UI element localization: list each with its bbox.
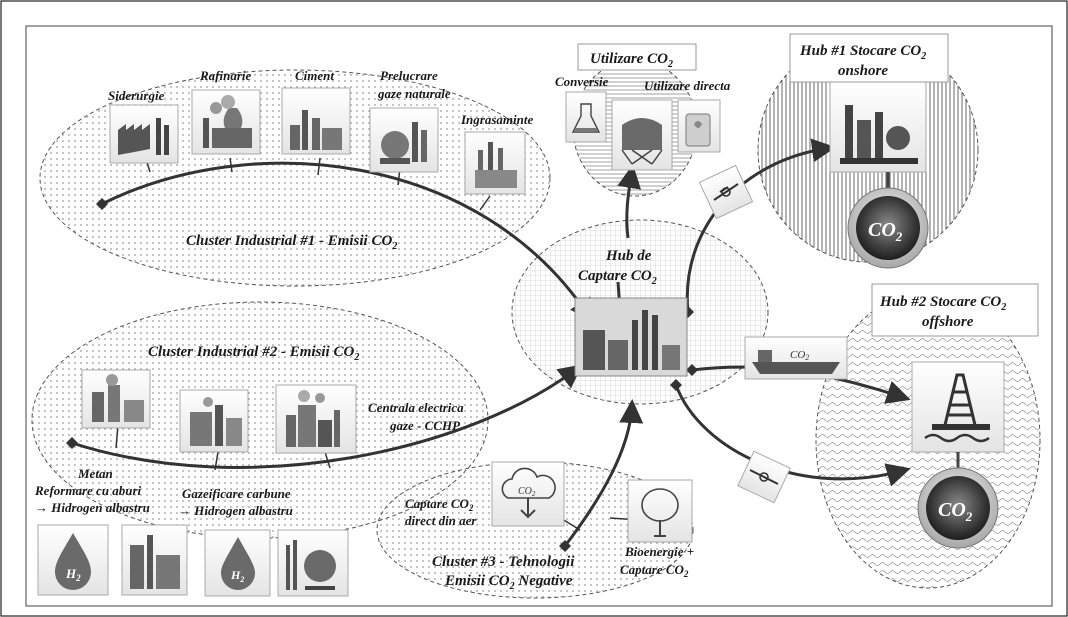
fertilizer-plant-icon — [464, 131, 526, 195]
utilization-conversion-label: Conversie — [555, 74, 609, 89]
gazeificare-label-line2: → Hidrogen albastru — [178, 503, 293, 518]
source-label-siderurgie: Siderurgie — [108, 88, 165, 103]
gasification-plant-icon — [121, 524, 188, 596]
svg-text:H2: H2 — [230, 568, 244, 584]
storage1-title-line1: Hub #1 Stocare CO2 — [799, 43, 926, 62]
gas-can-icon — [677, 99, 721, 153]
tank-icon — [611, 99, 673, 171]
svg-text:CO2: CO2 — [518, 486, 536, 498]
storage2-title-line2: offshore — [922, 314, 974, 330]
hydrogen-drop-icon: H2 — [204, 529, 271, 597]
cement-plant-icon — [281, 87, 351, 155]
pipeline-cluster1 — [101, 161, 594, 324]
pipeline-node — [559, 540, 571, 552]
source-label-rafinarie: Rafinarie — [199, 68, 252, 83]
storage1-title-line2: onshore — [838, 63, 888, 79]
svg-text:H2: H2 — [65, 566, 81, 583]
storage2-title-box — [871, 283, 1039, 337]
svg-text:CO2: CO2 — [868, 219, 903, 244]
metan-label-line1: Metan — [77, 466, 113, 481]
storage1-title-box — [789, 33, 949, 83]
pipeline-utilization — [617, 164, 642, 239]
inner-frame — [25, 25, 1053, 607]
source-label-ciment: Ciment — [295, 68, 334, 83]
steel-plant-icon — [109, 104, 179, 164]
pipeline-node — [686, 364, 698, 376]
gas-processing-icon — [369, 107, 439, 173]
hydrogen-drop-icon: H2 — [37, 524, 109, 596]
bio-label-line2: Captare CO2 — [620, 562, 689, 579]
flask-icon — [565, 91, 607, 143]
pipeline-node — [96, 198, 108, 210]
cluster3-title-line1: Cluster #3 - Tehnologii — [432, 554, 575, 570]
capture-hub-title-line1: Hub de — [605, 248, 652, 264]
tank-icon — [277, 529, 349, 597]
storage2-title-line1: Hub #2 Stocare CO2 — [879, 294, 1006, 313]
refinery-icon — [829, 81, 927, 173]
power-plant-icon — [179, 389, 249, 453]
tree-icon — [627, 479, 693, 543]
capture-hub-title-line2: Captare CO2 — [578, 268, 657, 287]
cluster3-title-line2: Emisii CO2 Negative — [444, 573, 573, 592]
source-label-gaze: gaze naturale — [377, 86, 451, 101]
pipeline-valve-icon — [737, 450, 791, 504]
pipeline-cluster3 — [563, 399, 644, 547]
storage1-co2-badge: CO2 — [847, 172, 929, 269]
power-plant-label-line2: gaze - CCHP — [389, 418, 461, 433]
cluster1-title: Cluster Industrial #1 - Emisii CO2 — [186, 233, 397, 252]
pipeline-node — [670, 379, 682, 391]
power-plant-icon — [275, 384, 357, 454]
dac-label-line1: Captare CO2 — [405, 496, 474, 513]
bio-label-line1: Bioenergie + — [624, 544, 694, 559]
power-plant-icon — [81, 369, 151, 429]
ship-icon: CO2 — [744, 336, 848, 380]
utilization-title-box — [577, 43, 697, 71]
svg-text:CO2: CO2 — [938, 499, 973, 524]
capture-plant-icon — [574, 297, 688, 377]
pipeline-node — [66, 437, 78, 449]
utilization-direct-label: Utilizare directa — [644, 78, 731, 93]
cluster2-title: Cluster Industrial #2 - Emisii CO2 — [148, 344, 359, 363]
offshore-platform-icon — [911, 361, 1005, 453]
dac-label-line2: direct din aer — [405, 513, 477, 528]
pipeline-valve-icon — [698, 164, 754, 220]
source-label-ingrasaminte: Ingrasaminte — [460, 112, 533, 127]
refinery-icon — [191, 89, 261, 155]
power-plant-label-line1: Centrala electrica — [368, 400, 464, 415]
storage2-co2-badge: CO2 — [917, 452, 999, 549]
metan-label-line2: Reformare cu aburi — [34, 483, 142, 498]
gazeificare-label-line1: Gazeificare carbune — [182, 486, 291, 501]
pipeline-cluster2 — [71, 364, 583, 469]
svg-text:CO2: CO2 — [790, 349, 809, 362]
utilization-title: Utilizare CO2 — [590, 51, 673, 70]
cloud-download-icon: CO2 — [491, 461, 565, 527]
source-label-prelucrare: Prelucrare — [380, 68, 438, 83]
metan-label-line3: → Hidrogen albastru — [35, 500, 150, 515]
